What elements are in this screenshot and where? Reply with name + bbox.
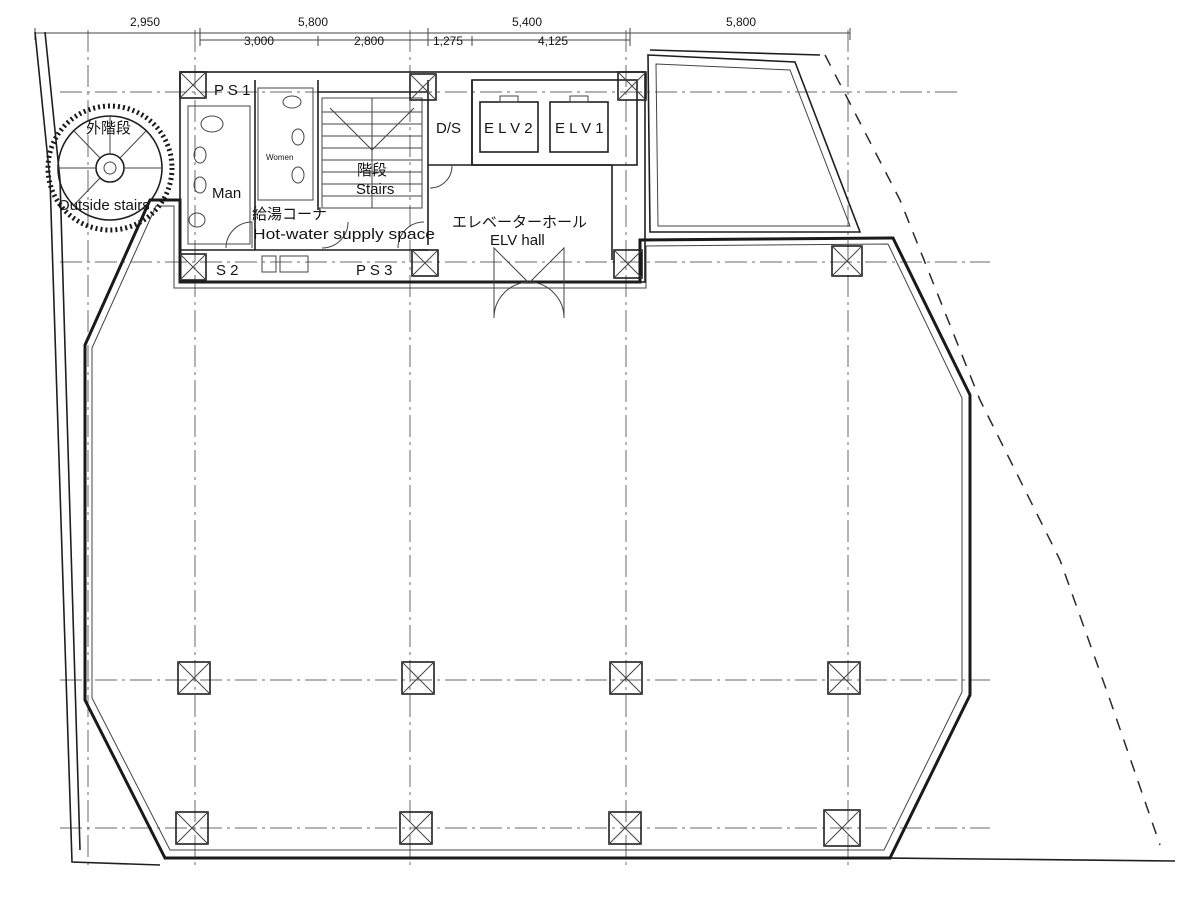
dim-sub-1: 3,000	[244, 34, 274, 48]
column	[609, 661, 643, 695]
building-outline	[83, 198, 972, 860]
dimension-lines	[34, 28, 851, 46]
column	[401, 661, 435, 695]
atrium-void	[647, 54, 862, 233]
column	[177, 661, 211, 695]
outside-spiral-stair	[45, 103, 175, 233]
column	[613, 249, 643, 279]
label-hotwater-jp: 給湯コーナ	[252, 206, 327, 223]
label-women: Women	[266, 153, 293, 162]
dim-top-3: 5,400	[512, 15, 542, 29]
label-elvhall-jp: エレベーターホール	[452, 214, 587, 231]
stairs-treads	[321, 97, 423, 209]
dim-top-1: 2,950	[130, 15, 160, 29]
column	[411, 249, 439, 277]
column	[608, 811, 642, 845]
dim-sub-3: 1,275	[433, 34, 463, 48]
column	[831, 245, 863, 277]
label-ps3: P S 3	[356, 262, 392, 279]
dim-sub-2: 2,800	[354, 34, 384, 48]
label-outside-en: Outside stairs	[58, 197, 150, 214]
column	[409, 73, 437, 101]
door-swings	[225, 165, 565, 319]
label-ps1: P S 1	[214, 82, 250, 99]
column	[827, 661, 861, 695]
column	[399, 811, 433, 845]
column	[175, 811, 209, 845]
label-ps2: S 2	[216, 262, 239, 279]
label-elvhall-en: ELV hall	[490, 232, 545, 249]
dim-top-4: 5,800	[726, 15, 756, 29]
label-stairs-en: Stairs	[356, 181, 394, 198]
column	[179, 253, 207, 281]
dim-top-2: 5,800	[298, 15, 328, 29]
column	[179, 71, 207, 99]
label-man: Man	[212, 185, 241, 202]
label-hotwater-en: Hot-water supply space	[253, 226, 435, 243]
label-elv2: E L V 2	[484, 120, 533, 137]
structural-columns	[175, 71, 863, 847]
label-stairs-jp: 階段	[357, 162, 387, 179]
label-elv1: E L V 1	[555, 120, 604, 137]
column	[823, 809, 861, 847]
dim-sub-4: 4,125	[538, 34, 568, 48]
toilet-fixtures	[188, 95, 309, 273]
column	[617, 71, 647, 101]
label-ds: D/S	[436, 120, 461, 137]
grid-lines	[60, 30, 990, 870]
label-outside-jp: 外階段	[86, 120, 131, 137]
elevator-cars	[479, 95, 609, 153]
core-walls	[179, 71, 646, 283]
